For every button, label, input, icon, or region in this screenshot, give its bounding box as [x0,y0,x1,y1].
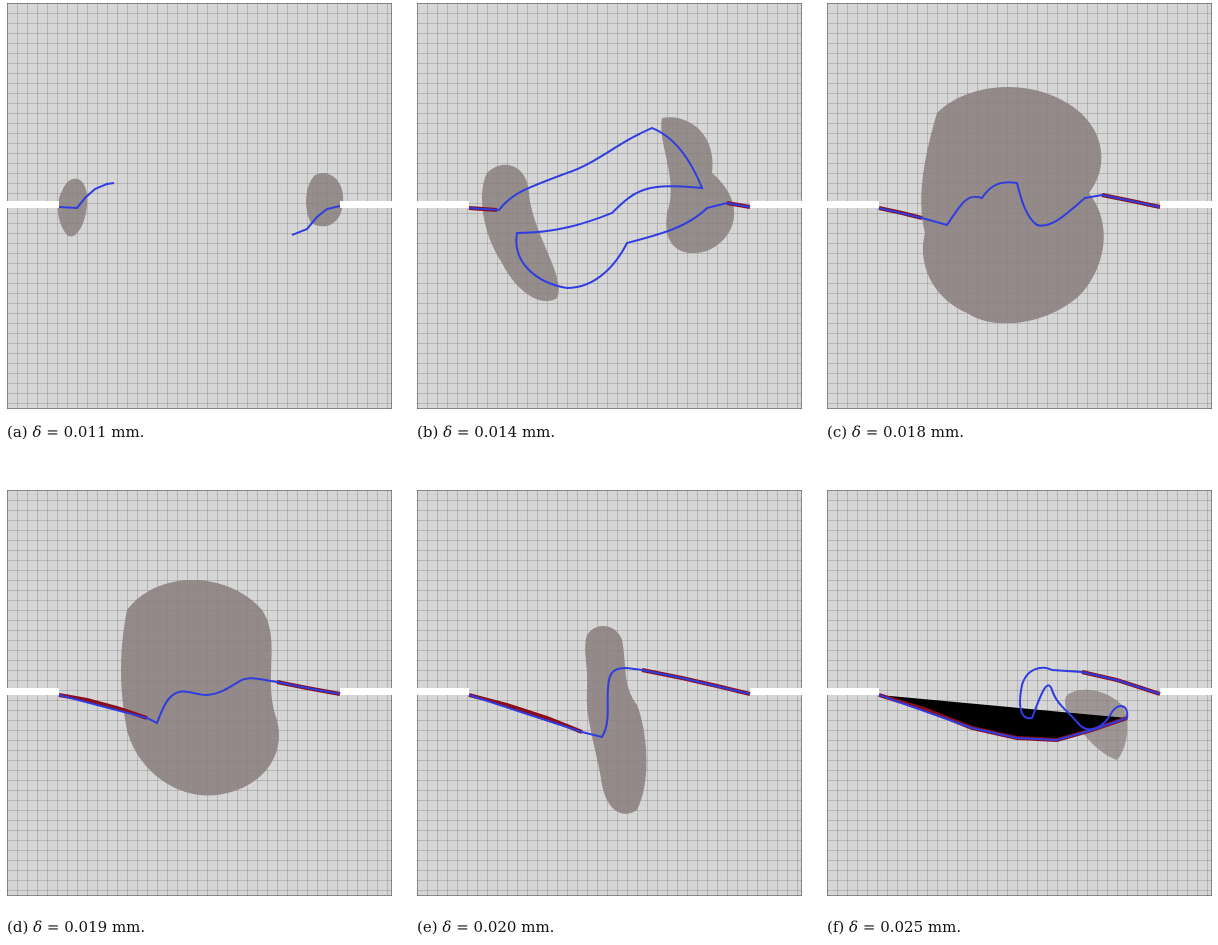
caption-e: (e) δ = 0.020 mm. [417,918,554,936]
mesh-plot-c [827,3,1212,409]
caption-label: (a) [7,423,28,441]
caption-value: = 0.019 mm. [46,918,146,936]
notch-right [1160,688,1212,695]
notch-right [750,688,802,695]
caption-label: (c) [827,423,848,441]
notch-left [827,201,879,208]
notch-left [417,688,469,695]
caption-value: = 0.018 mm. [865,423,964,441]
caption-label: (d) [7,918,29,936]
notch-right [340,688,392,695]
delta-symbol: δ [32,423,42,441]
crack-path [58,677,341,725]
damage-zones [921,86,1104,324]
mesh-plot-d [7,490,392,896]
crack-path [878,666,1161,742]
notch-left [7,688,59,695]
caption-c: (c) δ = 0.018 mm. [827,423,964,441]
caption-value: = 0.014 mm. [456,423,556,441]
crack-path [468,126,751,290]
mesh-overlay [827,490,1212,896]
panel-e [417,490,802,896]
caption-b: (b) δ = 0.014 mm. [417,423,555,441]
caption-label: (b) [417,423,439,441]
mesh-plot-e [417,490,802,896]
caption-d: (d) δ = 0.019 mm. [7,918,145,936]
panel-f [827,490,1212,896]
damage-zones [121,580,279,796]
notch-left [827,688,879,695]
caption-value: = 0.020 mm. [456,918,555,936]
notch-left [7,201,59,208]
delta-symbol: δ [33,918,43,936]
damage-zones [585,625,647,814]
delta-symbol: δ [851,423,861,441]
notch-right [340,201,392,208]
notch-right [750,201,802,208]
panel-d [7,490,392,896]
caption-label: (f) [827,918,845,936]
delta-symbol: δ [443,423,453,441]
notch-left [417,201,469,208]
panel-a [7,3,392,409]
caption-a: (a) δ = 0.011 mm. [7,423,145,441]
caption-value: = 0.025 mm. [862,918,962,936]
panel-b [417,3,802,409]
mesh-plot-a [7,3,392,409]
delta-symbol: δ [442,918,452,936]
delta-symbol: δ [849,918,859,936]
panel-c [827,3,1212,409]
mesh-plot-f [827,490,1212,896]
mesh-plot-b [417,3,802,409]
caption-f: (f) δ = 0.025 mm. [827,918,961,936]
crack-path [58,182,115,210]
crack-path [468,666,751,739]
crack-path [291,205,341,236]
notch-right [1160,201,1212,208]
crack-path [878,181,1161,227]
caption-label: (e) [417,918,438,936]
caption-value: = 0.011 mm. [46,423,145,441]
